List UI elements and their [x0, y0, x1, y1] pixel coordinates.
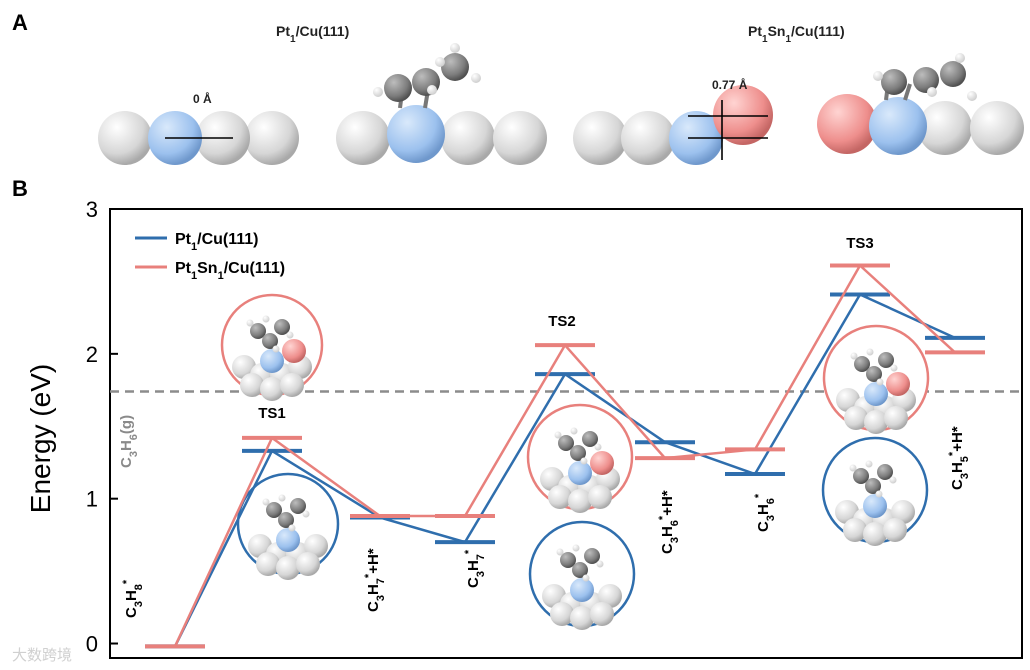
measure-077-label: 0.77 Å [712, 77, 748, 92]
inset-ts3-pt [821, 436, 929, 546]
pt1-cu-adsorbate-structure [336, 43, 547, 165]
pt1sn1-cu-slab-structure: 0.77 Å [573, 77, 773, 165]
y-tick-label: 3 [86, 197, 98, 222]
inset-ts1-ptsn [220, 293, 324, 401]
watermark: 大数跨境 [12, 646, 72, 664]
connector-pt-c3h7h [379, 516, 466, 544]
label-c3h8: C3H8* [121, 579, 145, 618]
label-ts3: TS3 [846, 235, 874, 252]
pt1sn1-cu-adsorbate-structure [817, 53, 1024, 155]
connector-ptsn-ts2 [564, 344, 666, 459]
y-tick-label: 0 [86, 632, 98, 657]
pt1-cu-title: Pt1/Cu(111) [276, 23, 349, 45]
chart-marks [145, 263, 985, 649]
legend-ptsn-label: Pt1Sn1/Cu(111) [175, 260, 285, 282]
legend: Pt1/Cu(111) Pt1Sn1/Cu(111) [135, 231, 285, 282]
plot-frame [109, 208, 1023, 659]
connector-pt-ts2 [564, 373, 666, 444]
panel-b-letter: B [12, 176, 28, 201]
gas-reference-label: C3H6(g) [118, 415, 140, 468]
connector-pt-c3h6 [753, 293, 862, 475]
connector-pt-ts1 [271, 449, 381, 519]
connector-pt-c3h6h [664, 441, 756, 476]
label-c3h6-h: C3H6*+H* [657, 490, 681, 554]
inset-ts3-ptsn [822, 324, 930, 434]
y-tick-label: 1 [86, 487, 98, 512]
measure-0-label: 0 Å [193, 91, 212, 106]
label-c3h6: C3H6* [753, 493, 777, 532]
inset-ts1-pt [236, 472, 340, 580]
pt1-cu-slab-structure: 0 Å [98, 91, 299, 165]
label-ts1: TS1 [258, 405, 286, 422]
legend-pt-label: Pt1/Cu(111) [175, 231, 258, 253]
connector-ptsn-c3h7 [463, 344, 567, 517]
y-tick-label: 2 [86, 342, 98, 367]
inset-ts2-ptsn [526, 403, 634, 513]
label-ts2: TS2 [548, 313, 576, 330]
label-c3h5-h: C3H5*+H* [947, 426, 971, 490]
label-c3h7: C3H7* [463, 549, 487, 588]
connector-ptsn-ts1 [271, 436, 381, 518]
y-axis: 0 1 2 3 [86, 197, 118, 657]
label-c3h7-h: C3H7*+H* [363, 548, 387, 612]
pt1sn1-cu-title: Pt1Sn1/Cu(111) [748, 23, 845, 45]
structure-insets [220, 293, 930, 630]
panel-a-letter: A [12, 10, 28, 35]
connector-ptsn-c3h8 [173, 437, 274, 647]
connector-ptsn-c3h6 [753, 264, 862, 451]
connector-pt-ts3 [859, 293, 956, 340]
y-axis-label: Energy (eV) [25, 364, 56, 513]
inset-ts2-pt [528, 520, 636, 630]
connector-ptsn-ts3 [859, 264, 956, 354]
